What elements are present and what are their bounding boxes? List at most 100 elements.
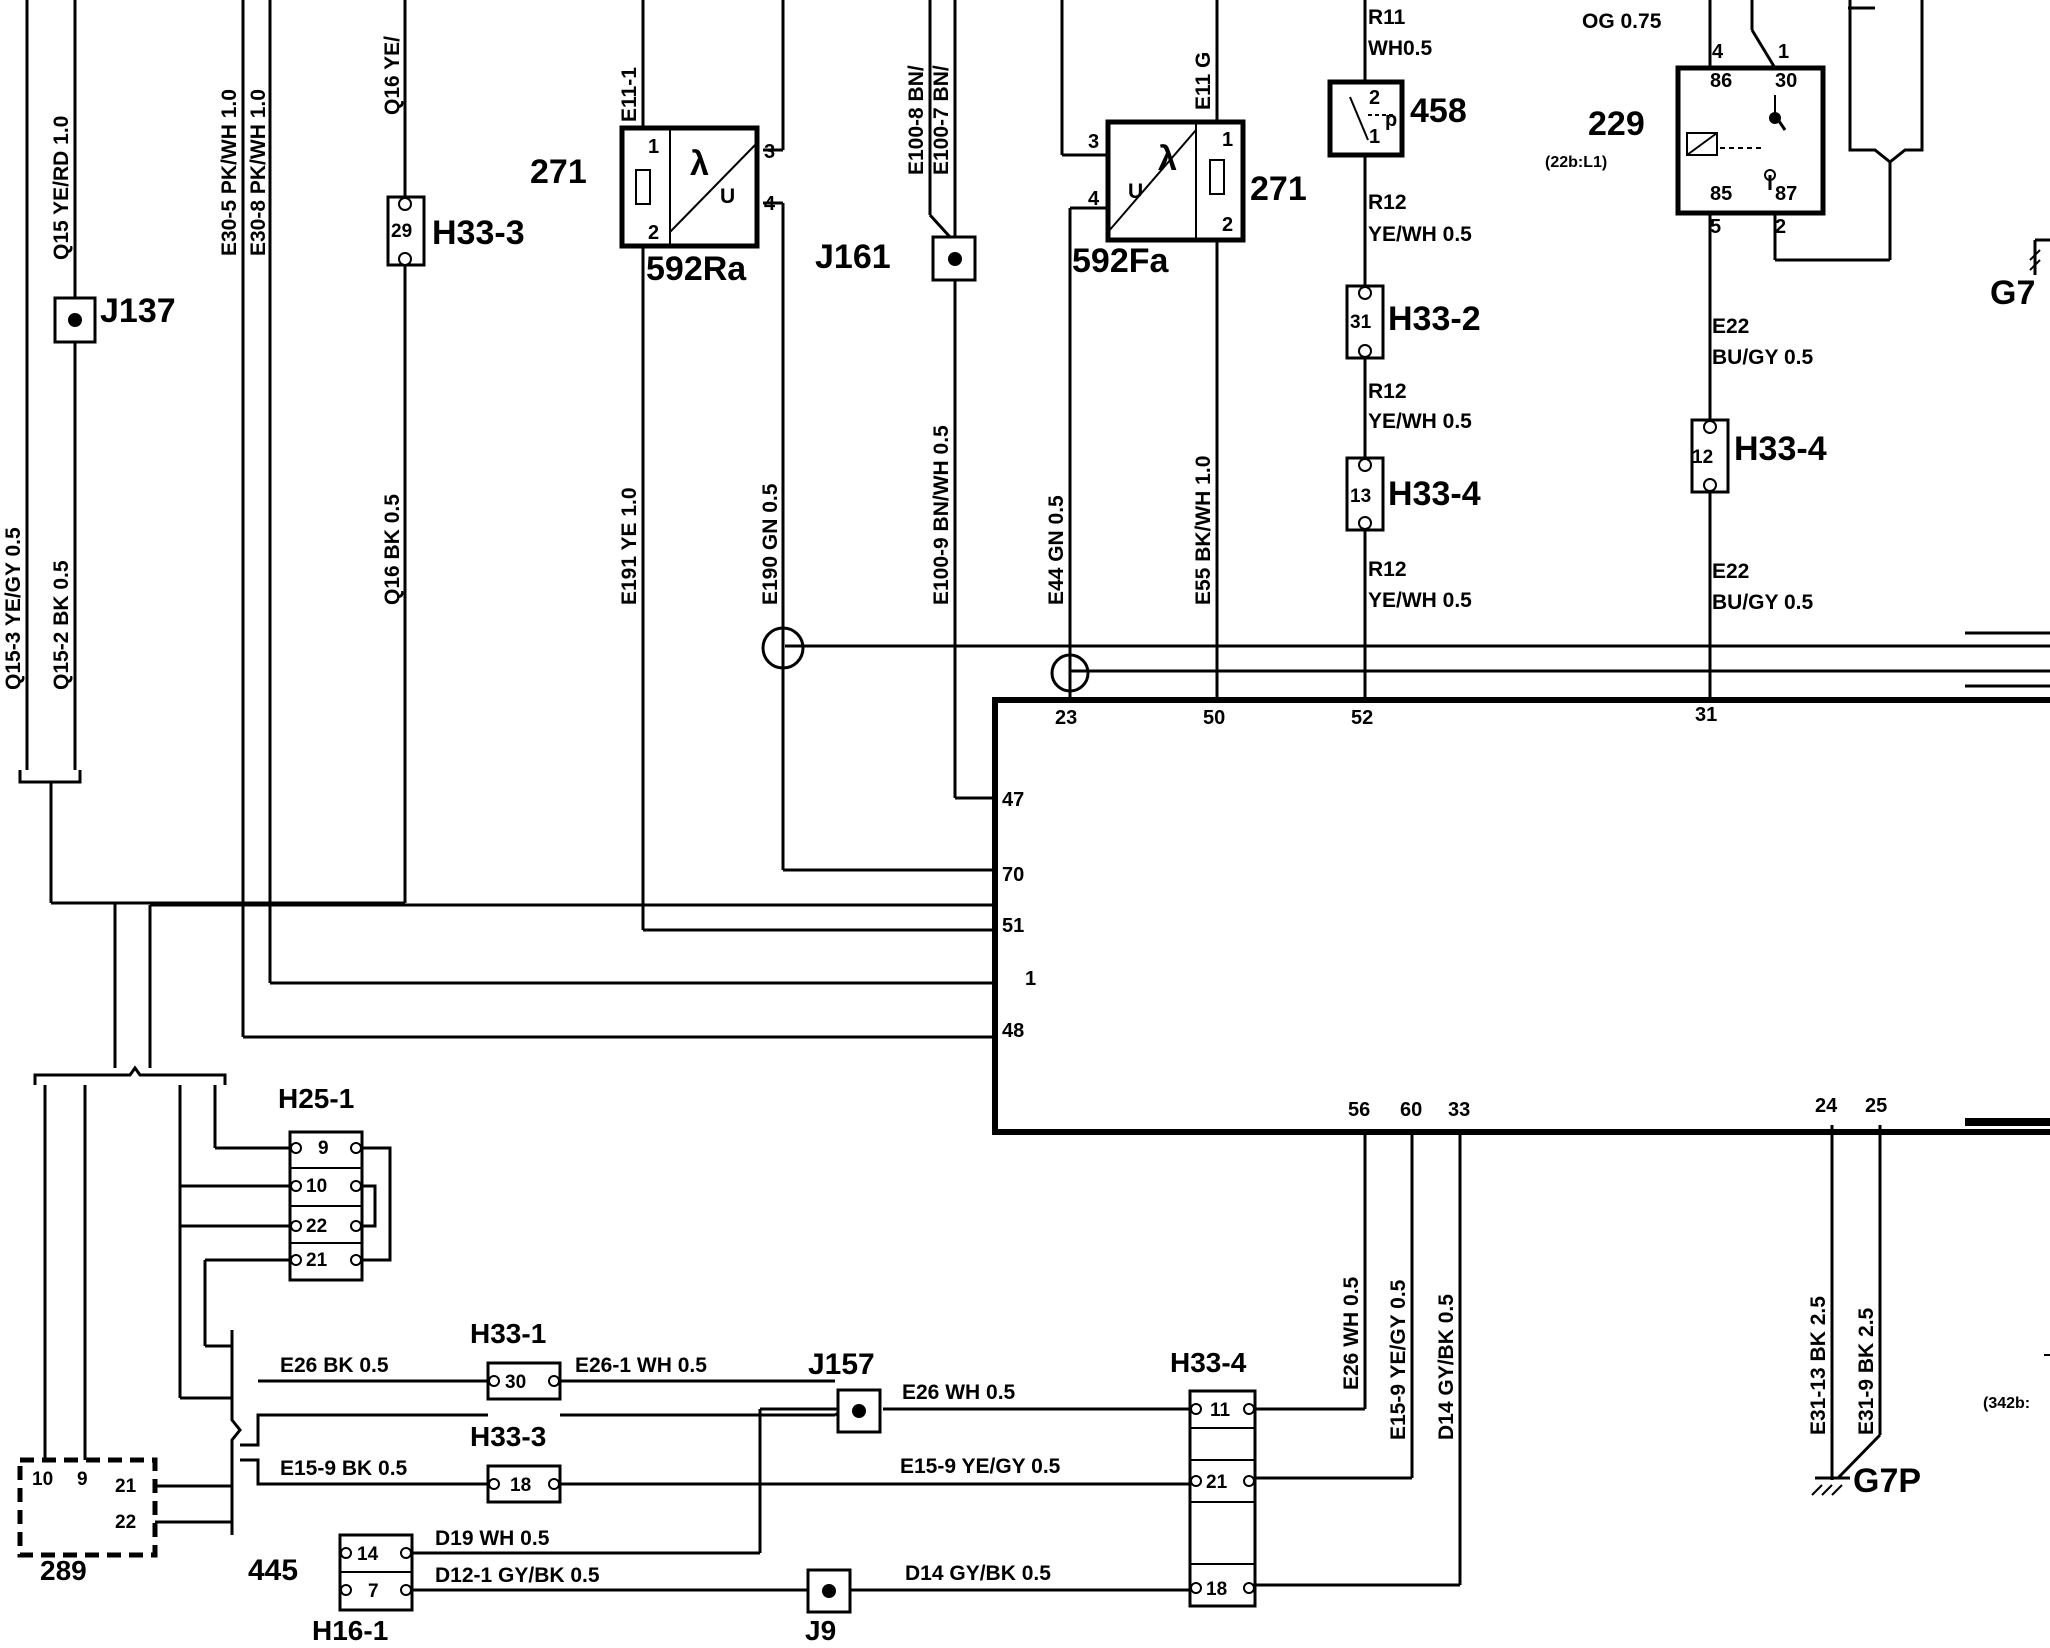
wire-label: E100-8 BN/ [905, 65, 928, 175]
connector-h33-2: 31 H33-2 [1345, 284, 1481, 360]
connector-pin: 10 [306, 1176, 327, 1197]
wire-label: Q16 BK 0.5 [381, 494, 404, 605]
pin: 21 [115, 1476, 137, 1497]
wire-label: E15-9 YE/GY 0.5 [900, 1455, 1061, 1478]
junction-j161: J161 [815, 0, 992, 800]
pin: 30 [1775, 70, 1797, 92]
ecu-module: 23 50 52 31 47 70 51 1 48 56 60 33 24 25 [992, 697, 2050, 1135]
pin: 9 [77, 1469, 88, 1490]
junction-label: J9 [805, 1615, 836, 1646]
ecu-pin: 33 [1448, 1099, 1470, 1121]
connector-pin: 7 [368, 1581, 379, 1602]
component-label: 592Fa [1072, 242, 1169, 280]
wire-label: YE/WH 0.5 [1368, 589, 1472, 612]
wire-label: Q15-2 BK 0.5 [50, 560, 73, 690]
pin: 1 [1222, 129, 1233, 151]
ground-g7p: G7P [1811, 1462, 1921, 1500]
connector-h16-1: 14 7 H16-1 445 [248, 1533, 414, 1646]
pin: 86 [1710, 70, 1732, 92]
wire-label: E30-8 PK/WH 1.0 [247, 89, 270, 256]
component-label: 271 [1250, 170, 1307, 208]
lambda-symbol: λ [1158, 140, 1177, 178]
connector-pin: 14 [357, 1544, 379, 1565]
connector-pin: 31 [1350, 312, 1372, 333]
wire-label: E22 [1712, 315, 1749, 338]
pin: 87 [1775, 183, 1797, 205]
component-label: 445 [248, 1554, 298, 1587]
connector-h25-1: 9 10 22 21 H25-1 [278, 1083, 392, 1282]
wire-label: E22 [1712, 560, 1749, 583]
wire-label: D14 GY/BK 0.5 [905, 1562, 1051, 1585]
connector-pin: 21 [1206, 1472, 1228, 1493]
sensor-592ra: 1 2 3 4 λ U 271 592Ra [530, 0, 992, 932]
wire-label: E31-9 BK 2.5 [1855, 1307, 1878, 1435]
wire-label: E26 WH 0.5 [902, 1381, 1016, 1404]
wire-label: D14 GY/BK 0.5 [1435, 1294, 1458, 1440]
connector-h33-3-top: 29 H33-3 [386, 195, 525, 267]
connector-h33-4-bottom: 11 21 18 H33-4 [1170, 1347, 1257, 1608]
junction-label: J137 [100, 292, 176, 330]
ecu-pin: 51 [1002, 915, 1024, 937]
wire-label: E30-5 PK/WH 1.0 [218, 89, 241, 256]
component-label: 229 [1588, 105, 1645, 143]
connector-pin: 29 [391, 221, 412, 242]
wire-label: E11 G [1192, 52, 1215, 110]
ecu-pin: 52 [1351, 707, 1373, 729]
wire-label: OG 0.75 [1582, 10, 1662, 33]
component-label: 271 [530, 153, 587, 191]
ecu-pin: 70 [1002, 864, 1024, 886]
wire-label: Q15 YE/RD 1.0 [50, 116, 73, 260]
pin: 2 [1222, 214, 1233, 236]
wire-label: E11-1 [618, 67, 641, 122]
connector-label: H33-4 [1388, 475, 1481, 513]
ecu-pin: 56 [1348, 1099, 1370, 1121]
pin: 10 [32, 1469, 53, 1490]
connector-pin: 21 [306, 1250, 328, 1271]
bottom-wiring [240, 1125, 1882, 1592]
ecu-pin: 48 [1002, 1020, 1024, 1042]
wire-label: D12-1 GY/BK 0.5 [435, 1564, 600, 1587]
wire-label: R12 [1368, 558, 1407, 581]
junction-label: J161 [815, 238, 891, 276]
wire-label: E191 YE 1.0 [618, 487, 641, 605]
relay-229: 4 1 86 30 85 87 5 2 229 (22b:L1) [1545, 0, 1924, 700]
connector-label: H33-4 [1734, 430, 1827, 468]
pin: 3 [1088, 131, 1099, 153]
connector-label: H33-2 [1388, 300, 1481, 338]
ecu-pin: 25 [1865, 1095, 1887, 1117]
wire-label: Q16 YE/ [381, 36, 404, 115]
wire-label: E55 BK/WH 1.0 [1192, 456, 1215, 605]
wire-label: YE/WH 0.5 [1368, 223, 1472, 246]
u-symbol: U [720, 185, 735, 208]
wire-label: R12 [1368, 191, 1407, 214]
wire-label: E44 GN 0.5 [1045, 495, 1068, 605]
pin: 5 [1710, 216, 1721, 238]
connector-pin: 11 [1210, 1400, 1231, 1421]
connector-pin: 22 [306, 1216, 327, 1237]
u-symbol: U [1128, 180, 1143, 203]
ecu-pin: 47 [1002, 789, 1024, 811]
wire-label: D19 WH 0.5 [435, 1527, 550, 1550]
component-ref: (342b: [1983, 1395, 2030, 1412]
pin: 4 [1712, 41, 1724, 63]
pin: 85 [1710, 183, 1732, 205]
pin: 1 [1369, 126, 1380, 148]
pin: 4 [1088, 188, 1100, 210]
wire-label: WH0.5 [1368, 37, 1433, 60]
sensor-592fa: 3 4 1 2 λ U 271 592Fa [1060, 0, 1307, 700]
connector-label: H33-3 [432, 214, 525, 252]
ecu-pin: 24 [1815, 1095, 1838, 1117]
connector-pin: 18 [1206, 1579, 1227, 1600]
wire-label: E26 WH 0.5 [1340, 1276, 1363, 1390]
lambda-symbol: λ [690, 145, 709, 183]
pin: 2 [648, 222, 659, 244]
ecu-pin: 1 [1025, 968, 1036, 990]
ecu-pin: 50 [1203, 707, 1225, 729]
ground-g7: G7 [1990, 238, 2050, 312]
pin: 4 [764, 193, 776, 215]
junction-j137: J137 [53, 292, 176, 344]
pin: 2 [1775, 216, 1786, 238]
pin: 1 [648, 136, 659, 158]
wire-label: E15-9 YE/GY 0.5 [1387, 1279, 1410, 1440]
